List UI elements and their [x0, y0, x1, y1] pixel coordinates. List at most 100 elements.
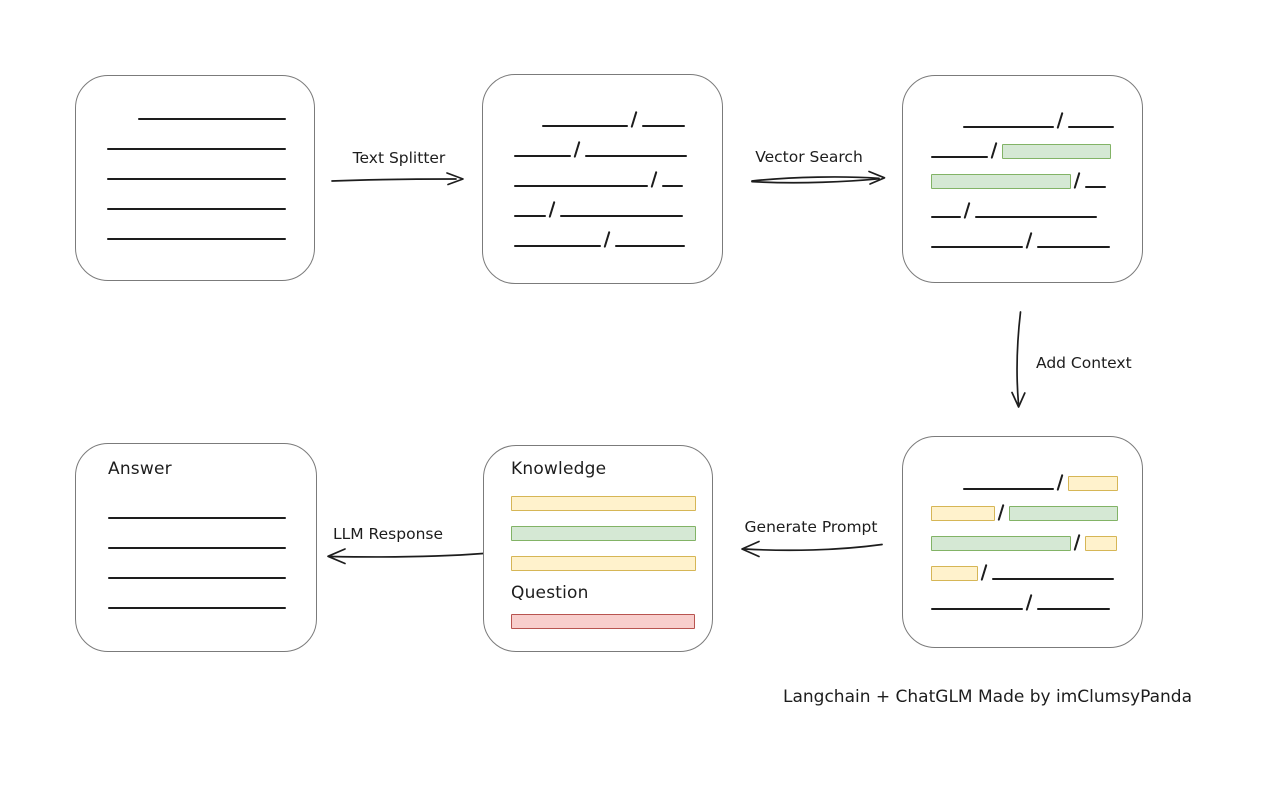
text-chunks-box	[482, 74, 723, 284]
gap	[107, 120, 138, 121]
yellow-bar	[511, 496, 696, 511]
slash-mark	[1025, 232, 1033, 249]
segment-row	[108, 520, 316, 550]
add-context-label: Add Context	[1036, 354, 1132, 372]
gap	[931, 490, 963, 491]
vector-search-label: Vector Search	[755, 148, 863, 166]
text-line	[108, 547, 286, 549]
yellow-bar	[511, 556, 696, 571]
segment-row	[514, 128, 722, 158]
gap	[514, 127, 542, 128]
segment-row	[931, 461, 1142, 491]
text-line	[107, 178, 286, 180]
slash-mark	[630, 111, 638, 128]
segment-row	[931, 99, 1142, 129]
text-line	[992, 578, 1115, 580]
knowledge-label: Knowledge	[511, 459, 607, 479]
segment-row	[108, 490, 316, 520]
knowledge-bars	[511, 496, 712, 571]
green-highlight-bar	[931, 174, 1071, 189]
text-line	[1068, 126, 1115, 128]
text-line	[963, 488, 1054, 490]
add-context-arrow	[1011, 311, 1026, 408]
slash-mark	[603, 231, 611, 248]
segment-row	[931, 189, 1142, 219]
text-line	[108, 607, 286, 609]
segment-row	[931, 219, 1142, 249]
segment-row	[931, 551, 1142, 581]
yellow-highlight-bar	[931, 506, 995, 521]
source-document-box	[75, 75, 315, 281]
text-line	[1085, 186, 1107, 188]
text-splitter-arrow	[331, 172, 464, 186]
text-line	[514, 185, 648, 187]
text-line	[514, 245, 601, 247]
text-line	[1037, 246, 1111, 248]
diagram-caption: Langchain + ChatGLM Made by imClumsyPand…	[783, 687, 1192, 707]
text-line	[931, 246, 1023, 248]
segment-row	[107, 121, 314, 151]
text-line	[108, 577, 286, 579]
answer-box: Answer	[75, 443, 317, 652]
text-line	[560, 215, 684, 217]
segment-row	[107, 211, 314, 241]
slash-mark	[980, 564, 988, 581]
text-line	[542, 125, 628, 127]
green-highlight-bar	[1009, 506, 1119, 521]
text-line	[975, 216, 1098, 218]
text-line	[107, 148, 286, 150]
slash-mark	[1073, 534, 1081, 551]
search-matches-box	[902, 75, 1143, 283]
slash-mark	[1073, 172, 1081, 189]
text-line	[1037, 608, 1111, 610]
text-line	[931, 608, 1023, 610]
segment-row	[514, 98, 722, 128]
slash-mark	[990, 142, 998, 159]
text-line	[963, 126, 1054, 128]
text-line	[662, 185, 684, 187]
text-splitter-label: Text Splitter	[352, 149, 446, 167]
question-label: Question	[511, 583, 589, 603]
text-line	[615, 245, 686, 247]
llm-response-arrow	[327, 548, 484, 565]
segment-row	[931, 159, 1142, 189]
generate-prompt-arrow	[741, 540, 883, 558]
text-line	[642, 125, 686, 127]
text-line	[585, 155, 688, 157]
yellow-highlight-bar	[1068, 476, 1119, 491]
slash-mark	[1056, 474, 1064, 491]
text-line	[107, 238, 286, 240]
llm-response-label: LLM Response	[332, 525, 443, 543]
yellow-highlight-bar	[931, 566, 978, 581]
slash-mark	[650, 171, 658, 188]
segment-row	[107, 151, 314, 181]
answer-label: Answer	[108, 459, 172, 479]
slash-mark	[573, 141, 581, 158]
answer-lines	[108, 490, 316, 610]
yellow-highlight-bar	[1085, 536, 1118, 551]
context-box	[902, 436, 1143, 648]
slash-mark	[1025, 594, 1033, 611]
green-highlight-bar	[931, 536, 1071, 551]
segment-row	[931, 491, 1142, 521]
text-line	[514, 155, 571, 157]
prompt-box: Knowledge Question	[483, 445, 713, 652]
text-line	[931, 156, 988, 158]
slash-mark	[963, 202, 971, 219]
segment-row	[514, 158, 722, 188]
segment-row	[107, 91, 314, 121]
question-bars	[511, 614, 712, 629]
green-highlight-bar	[1002, 144, 1112, 159]
segment-row	[931, 129, 1142, 159]
segment-row	[108, 550, 316, 580]
segment-row	[931, 581, 1142, 611]
vector-search-arrow	[751, 170, 886, 185]
slash-mark	[1056, 112, 1064, 129]
green-bar	[511, 526, 696, 541]
segment-row	[108, 580, 316, 610]
segment-row	[107, 181, 314, 211]
text-line	[931, 216, 961, 218]
text-line	[108, 517, 286, 519]
segment-row	[514, 218, 722, 248]
text-line	[514, 215, 546, 217]
